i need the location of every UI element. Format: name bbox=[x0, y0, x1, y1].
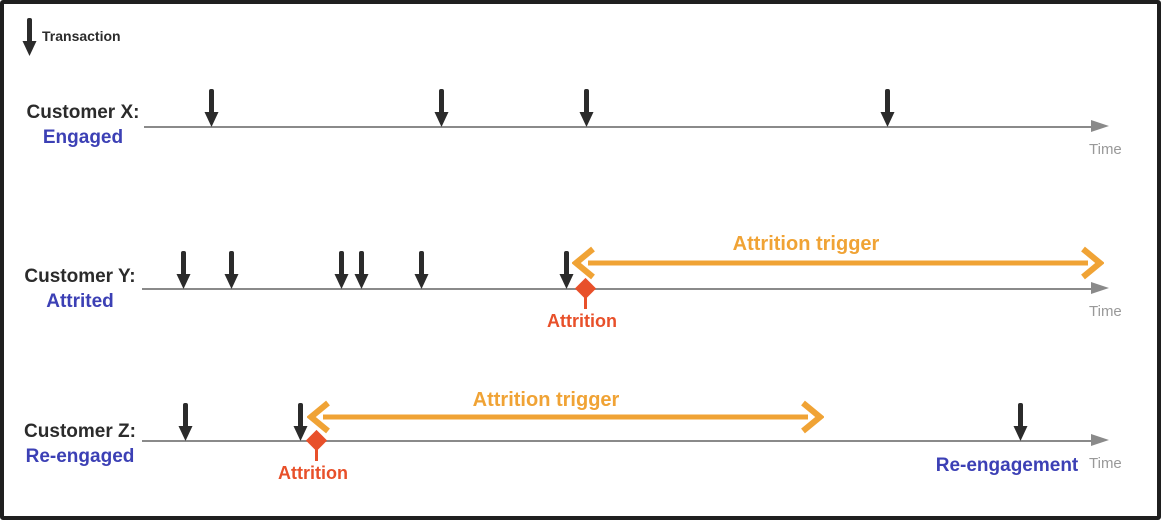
transaction-arrow-icon bbox=[292, 403, 309, 446]
transaction-arrow-icon bbox=[578, 89, 595, 132]
timeline-line bbox=[142, 440, 1093, 442]
timeline-arrowhead-icon bbox=[1091, 434, 1109, 446]
timeline-arrowhead-icon bbox=[1091, 120, 1109, 132]
transaction-arrow-icon bbox=[353, 251, 370, 294]
attrition-label: Attrition bbox=[547, 311, 617, 331]
transaction-arrow-icon bbox=[433, 89, 450, 132]
customer-status-label: Engaged bbox=[42, 127, 124, 148]
reengagement-label: Re-engagement bbox=[935, 455, 1079, 476]
timeline-line bbox=[144, 126, 1093, 128]
attrition-label: Attrition bbox=[278, 463, 348, 483]
attrition-trigger-arrow-icon bbox=[571, 246, 1105, 285]
transaction-arrow-icon bbox=[175, 251, 192, 294]
customer-name-label: Customer Z: bbox=[24, 421, 136, 442]
transaction-arrow-icon bbox=[177, 403, 194, 446]
transaction-arrow-icon bbox=[223, 251, 240, 294]
customer-name-label: Customer X: bbox=[26, 102, 140, 123]
customer-name-label: Customer Y: bbox=[24, 266, 136, 287]
customer-status-label: Re-engaged bbox=[25, 446, 135, 467]
time-label: Time bbox=[1089, 303, 1122, 320]
transaction-arrow-icon bbox=[333, 251, 350, 294]
attrition-trigger-label: Attrition trigger bbox=[472, 389, 620, 411]
customer-status-label: Attrited bbox=[46, 291, 114, 312]
timeline-line bbox=[142, 288, 1093, 290]
transaction-arrow-icon bbox=[413, 251, 430, 294]
attrition-stem bbox=[315, 448, 318, 461]
transaction-arrow-icon bbox=[203, 89, 220, 132]
legend-label: Transaction bbox=[42, 28, 121, 44]
transaction-arrow-icon bbox=[558, 251, 575, 294]
time-label: Time bbox=[1089, 455, 1122, 472]
timeline-arrowhead-icon bbox=[1091, 282, 1109, 294]
transaction-arrow-icon bbox=[21, 18, 38, 61]
attrition-trigger-label: Attrition trigger bbox=[732, 233, 880, 255]
transaction-arrow-icon bbox=[879, 89, 896, 132]
transaction-arrow-icon bbox=[1012, 403, 1029, 446]
attrition-trigger-arrow-icon bbox=[306, 400, 825, 439]
time-label: Time bbox=[1089, 141, 1122, 158]
attrition-stem bbox=[584, 296, 587, 309]
